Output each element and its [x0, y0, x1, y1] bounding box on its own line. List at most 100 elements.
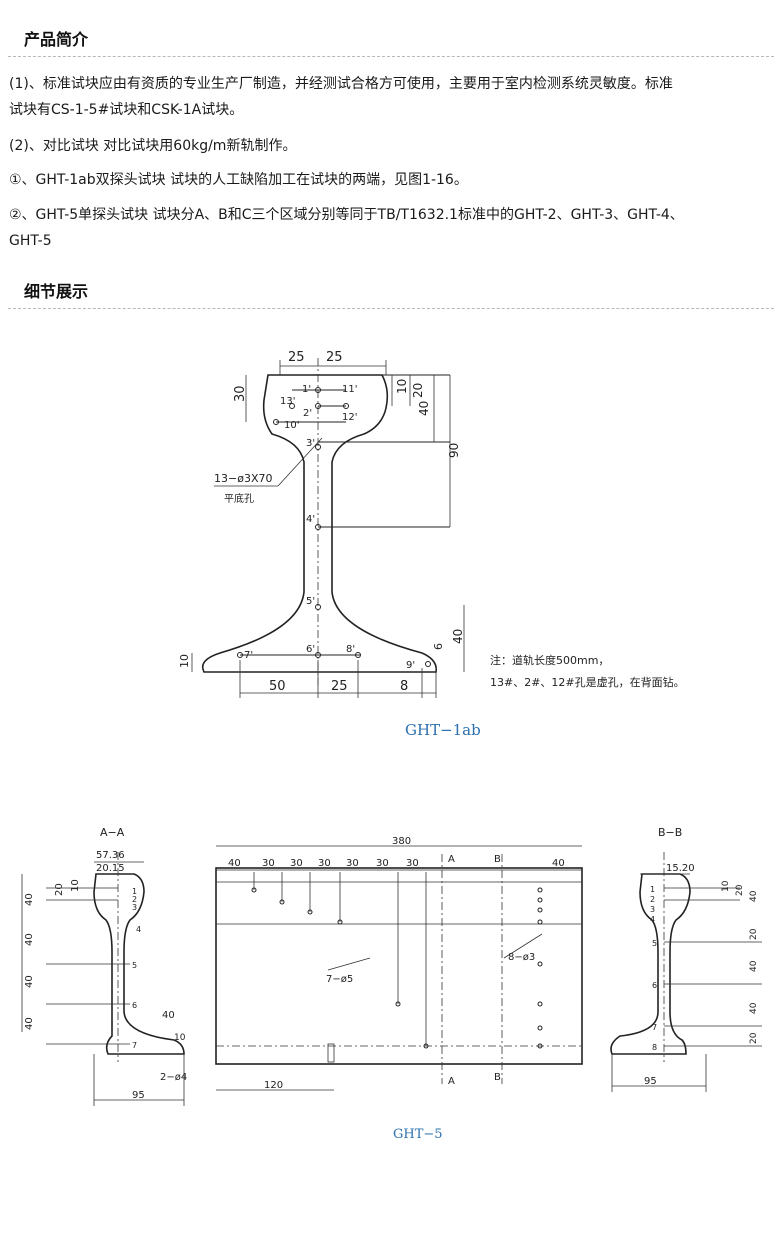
paragraph-3: ①、GHT-1ab双探头试块 试块的人工缺陷加工在试块的两端，见图1-16。: [9, 172, 468, 188]
aa-left-10: 10: [70, 879, 81, 892]
section-aa-title: A−A: [100, 826, 125, 839]
bb-dim-15: 15.20: [666, 863, 695, 874]
hole-label-10: 10': [284, 420, 299, 431]
mid-d7: 30: [406, 858, 419, 869]
caption-ght-5: GHT−5: [393, 1127, 443, 1142]
hole-label-5: 5': [306, 596, 315, 607]
hole-label-3: 3': [306, 438, 315, 449]
aa-n2: 2: [132, 895, 137, 904]
drawing-ght-5: A−A 57.36 20.15 40 40 40 40 20 10 1 2 3 …: [21, 826, 762, 1106]
aa-n3: 3: [132, 903, 137, 912]
section-header-detail: 细节展示: [8, 268, 774, 309]
hole-label-9: 9': [406, 660, 415, 671]
mid-label-7: 7−ø5: [326, 974, 353, 985]
hole-label-7: 7': [244, 650, 253, 661]
mid-bottom-120: 120: [264, 1080, 283, 1091]
bb-r40c: 40: [749, 1002, 759, 1014]
bb-n6: 6: [652, 981, 657, 990]
paragraph-4-line-2: GHT-5: [9, 233, 52, 249]
dim-right-90: 90: [447, 443, 461, 458]
dim-bottom-8: 8: [400, 679, 408, 694]
section-title-intro: 产品简介: [24, 30, 89, 49]
dim-foot-40: 40: [451, 629, 465, 644]
aa-n1: 1: [132, 887, 137, 896]
hole-label-11: 11': [342, 384, 357, 395]
dim-foot-10: 10: [178, 654, 191, 668]
hole-label-12: 12': [342, 412, 357, 423]
section-title-detail: 细节展示: [24, 282, 89, 301]
aa-dim-20: 20.15: [96, 863, 125, 874]
bb-n4: 4: [650, 915, 655, 924]
bb-n8: 8: [652, 1043, 657, 1052]
hole-label-4: 4': [306, 514, 315, 525]
bb-r10: 10: [721, 880, 731, 892]
mid-total-380: 380: [392, 836, 411, 847]
block-side-view: [215, 867, 583, 1065]
mid-d4: 30: [318, 858, 331, 869]
dim-right-20: 20: [411, 383, 425, 398]
rail-profile-outline: [201, 374, 438, 673]
bb-n7: 7: [652, 1023, 657, 1032]
bb-n3: 3: [650, 905, 655, 914]
section-header-intro: 产品简介: [8, 16, 774, 57]
bb-r20b: 20: [749, 928, 759, 940]
mid-sec-a: A: [448, 854, 455, 865]
hole-label-6: 6': [306, 644, 315, 655]
mid-sec-a2: A: [448, 1076, 455, 1087]
paragraph-4: ②、GHT-5单探头试块 试块分A、B和C三个区域分别等同于TB/T1632.1…: [9, 202, 769, 254]
mid-sec-b: B: [494, 854, 501, 865]
aa-n4: 4: [136, 925, 141, 934]
dim-foot-6: 6: [432, 643, 445, 650]
note-line-2: 13#、2#、12#孔是虚孔，在背面钻。: [490, 675, 680, 689]
bb-bottom-95: 95: [644, 1076, 657, 1087]
leader-sub-flat-hole: 平底孔: [224, 492, 254, 505]
bb-r20c: 20: [749, 1032, 759, 1044]
dim-left-30: 30: [233, 385, 248, 402]
dim-right-10: 10: [395, 379, 409, 394]
aa-dim-57: 57.36: [96, 850, 125, 861]
dim-top-right: 25: [326, 350, 343, 365]
paragraph-1-line-1: (1)、标准试块应由有资质的专业生产厂制造，并经测试合格方可使用，主要用于室内检…: [9, 76, 673, 92]
section-bb-title: B−B: [658, 826, 682, 839]
aa-n6: 6: [132, 1001, 137, 1010]
drawing-ght-1ab: 25 25 30 10 20 40 90 40 6 10 50 25 8 1' …: [178, 350, 680, 698]
paragraph-4-line-1: ②、GHT-5单探头试块 试块分A、B和C三个区域分别等同于TB/T1632.1…: [9, 207, 684, 223]
bb-n1: 1: [650, 885, 655, 894]
aa-left-40b: 40: [24, 933, 35, 946]
mid-sec-b2: B: [494, 1072, 501, 1083]
dim-right-40: 40: [417, 401, 431, 416]
paragraph-1: (1)、标准试块应由有资质的专业生产厂制造，并经测试合格方可使用，主要用于室内检…: [9, 71, 769, 123]
mid-d5: 30: [346, 858, 359, 869]
aa-left-40d: 40: [24, 1017, 35, 1030]
mid-d2: 30: [262, 858, 275, 869]
dim-bottom-50: 50: [269, 679, 286, 694]
bb-n5: 5: [652, 939, 657, 948]
aa-left-20: 20: [54, 883, 65, 896]
caption-ght-1ab: GHT−1ab: [405, 721, 481, 739]
aa-foot-10: 10: [174, 1033, 186, 1043]
mid-label-8: 8−ø3: [508, 952, 535, 963]
note-line-1: 注：道轨长度500mm，: [490, 653, 609, 667]
aa-n7: 7: [132, 1041, 137, 1050]
aa-left-40c: 40: [24, 975, 35, 988]
bb-r40b: 40: [749, 960, 759, 972]
aa-hole-label: 2−ø4: [160, 1072, 187, 1083]
aa-n5: 5: [132, 961, 137, 970]
hole-label-2: 2': [303, 408, 312, 419]
mid-d6: 30: [376, 858, 389, 869]
section-aa-profile: [93, 873, 185, 1055]
paragraph-1-line-2: 试块有CS-1-5#试块和CSK-1A试块。: [9, 102, 244, 118]
dim-bottom-25: 25: [331, 679, 348, 694]
mid-d1: 40: [228, 858, 241, 869]
hole-label-13: 13': [280, 396, 295, 407]
paragraph-2: (2)、对比试块 对比试块用60kg/m新轨制作。: [9, 138, 297, 154]
dim-top-left: 25: [288, 350, 305, 365]
mid-d8: 40: [552, 858, 565, 869]
aa-foot-40: 40: [162, 1010, 175, 1021]
hole-label-8: 8': [346, 644, 355, 655]
aa-bottom-95: 95: [132, 1090, 145, 1101]
bb-r20: 20: [735, 884, 745, 896]
aa-left-40a: 40: [24, 893, 35, 906]
mid-d3: 30: [290, 858, 303, 869]
hole-label-1: 1': [302, 384, 311, 395]
